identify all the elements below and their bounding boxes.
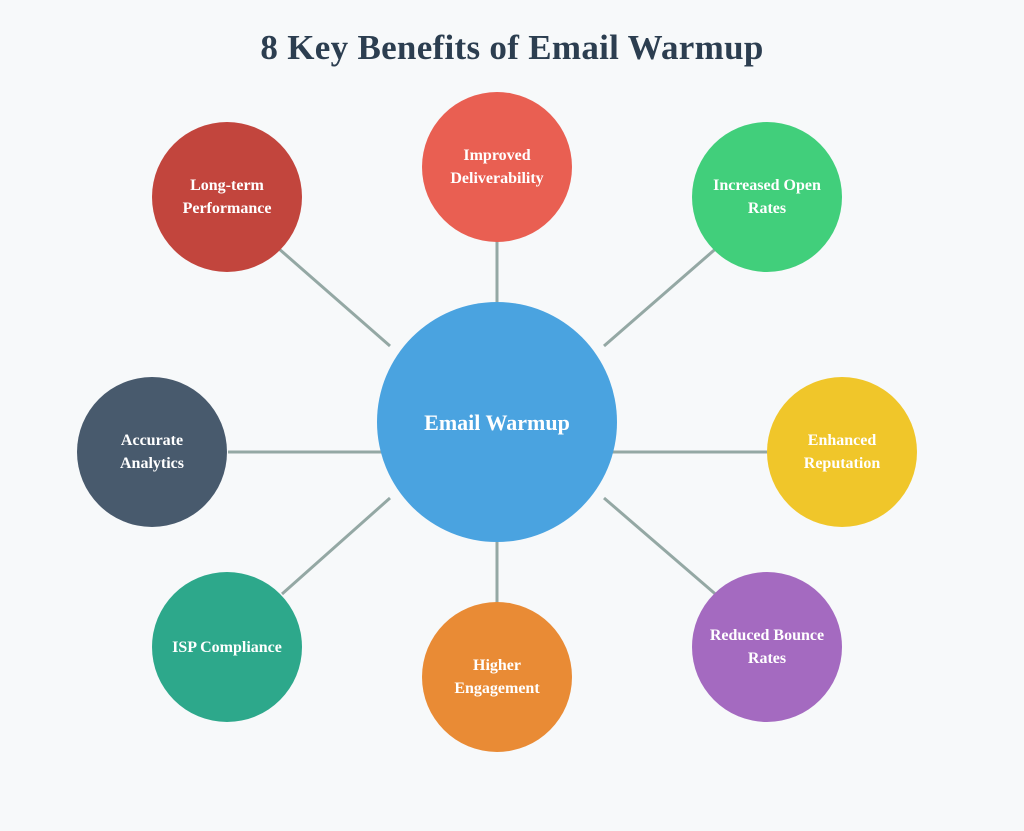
benefit-node-enhanced-reputation: Enhanced Reputation [767,377,917,527]
benefit-label: Long-term Performance [182,177,272,217]
center-node-label: Email Warmup [424,409,570,435]
benefit-label: Higher Engagement [454,657,540,697]
connector-line-isp-compliance [281,496,391,596]
benefit-label: ISP Compliance [172,638,282,656]
connector-line-reduced-bounce-rates [603,496,721,600]
center-node-email-warmup: Email Warmup [377,302,617,542]
benefit-node-reduced-bounce-rates: Reduced Bounce Rates [692,572,842,722]
benefit-node-improved-deliverability: Improved Deliverability [422,92,572,242]
connector-line-increased-open-rates [603,243,721,348]
connector-line-long-term-performance [277,246,391,348]
diagram-title: 8 Key Benefits of Email Warmup [260,28,764,67]
benefit-node-higher-engagement: Higher Engagement [422,602,572,752]
benefit-node-increased-open-rates: Increased Open Rates [692,122,842,272]
benefit-node-accurate-analytics: Accurate Analytics [77,377,227,527]
benefit-label: Accurate Analytics [120,432,184,472]
benefit-node-isp-compliance: ISP Compliance [152,572,302,722]
benefit-label: Enhanced Reputation [803,432,881,472]
benefit-node-long-term-performance: Long-term Performance [152,122,302,272]
benefit-label: Increased Open Rates [713,177,821,217]
benefit-label: Reduced Bounce Rates [709,627,825,667]
benefit-label: Improved Deliverability [450,147,544,187]
